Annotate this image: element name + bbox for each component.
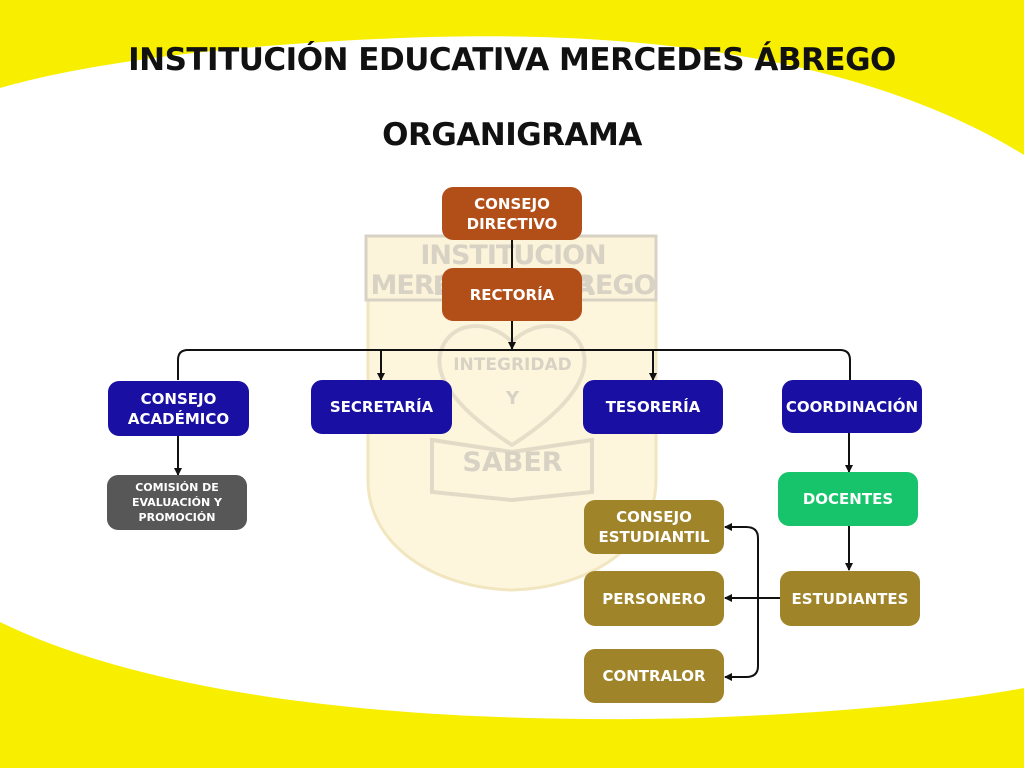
- node-docentes-label: DOCENTES: [802, 490, 894, 508]
- node-consejo-estudiantil: CONSEJO ESTUDIANTIL: [584, 500, 724, 554]
- node-rectoria-label: RECTORÍA: [469, 285, 555, 304]
- node-contralor: CONTRALOR: [584, 649, 724, 703]
- node-consejo-estudiantil-label: CONSEJO ESTUDIANTIL: [598, 508, 710, 546]
- page-title: INSTITUCIÓN EDUCATIVA MERCEDES ÁBREGO: [128, 42, 896, 78]
- node-comision: COMISIÓN DE EVALUACIÓN Y PROMOCIÓN: [107, 475, 247, 530]
- node-consejo-directivo-label: CONSEJO DIRECTIVO: [466, 194, 558, 233]
- node-consejo-academico: CONSEJO ACADÉMICO: [108, 381, 249, 436]
- connector-to-contralor: [724, 598, 759, 681]
- connector-to-consejo-estudiantil: [724, 523, 759, 598]
- bottom-yellow-band: [0, 622, 1024, 768]
- node-estudiantes-label: ESTUDIANTES: [791, 589, 909, 608]
- node-secretaria-label: SECRETARÍA: [329, 398, 434, 416]
- node-consejo-academico-label: CONSEJO ACADÉMICO: [127, 389, 230, 428]
- node-comision-label: COMISIÓN DE EVALUACIÓN Y PROMOCIÓN: [131, 481, 223, 524]
- node-contralor-label: CONTRALOR: [602, 667, 706, 685]
- connector-horizontal-bus: [177, 349, 851, 380]
- page-subtitle: ORGANIGRAMA: [382, 117, 642, 153]
- watermark-word-saber: SABER: [462, 447, 563, 478]
- node-estudiantes: ESTUDIANTES: [780, 571, 920, 626]
- node-tesoreria: TESORERÍA: [583, 380, 723, 434]
- node-docentes: DOCENTES: [778, 472, 918, 526]
- node-coordinacion-label: COORDINACIÓN: [785, 397, 919, 416]
- node-rectoria: RECTORÍA: [442, 268, 582, 321]
- node-tesoreria-label: TESORERÍA: [605, 398, 701, 416]
- node-secretaria: SECRETARÍA: [311, 380, 452, 434]
- top-yellow-band: [0, 0, 1024, 155]
- node-personero-label: PERSONERO: [602, 589, 706, 608]
- watermark-word-y: Y: [505, 388, 520, 409]
- node-personero: PERSONERO: [584, 571, 724, 626]
- watermark-book: [430, 437, 594, 503]
- node-coordinacion: COORDINACIÓN: [782, 380, 922, 433]
- watermark-word-integridad: INTEGRIDAD: [453, 355, 572, 375]
- node-consejo-directivo: CONSEJO DIRECTIVO: [442, 187, 582, 240]
